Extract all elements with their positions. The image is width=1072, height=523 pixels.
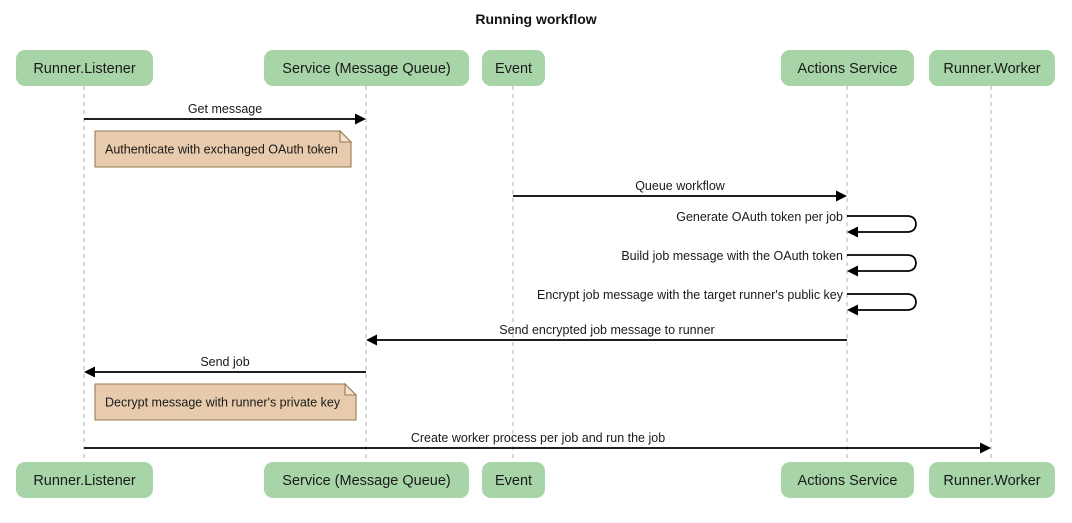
arrowhead: [847, 265, 858, 277]
self-loop-path: [847, 254, 917, 272]
note-fold-corner-icon: [339, 129, 353, 143]
participant-label: Service (Message Queue): [282, 473, 450, 489]
note-label: Decrypt message with runner's private ke…: [105, 396, 341, 410]
participant-label: Runner.Worker: [943, 61, 1040, 77]
participant-box: [16, 50, 153, 86]
participant-box: [264, 50, 469, 86]
participant-runner-listener-top[interactable]: Runner.Listener: [16, 50, 153, 86]
participant-event-bottom[interactable]: Event: [482, 462, 545, 498]
note-authenticate: Authenticate with exchanged OAuth token: [94, 129, 353, 168]
participant-runner-worker-top[interactable]: Runner.Worker: [929, 50, 1055, 86]
arrowhead: [847, 226, 858, 238]
arrowhead: [366, 334, 377, 346]
participant-actions-service-top[interactable]: Actions Service: [781, 50, 914, 86]
note-decrypt: Decrypt message with runner's private ke…: [94, 382, 358, 421]
message-send-encrypted-job-message[interactable]: Send encrypted job message to runner: [366, 323, 847, 346]
message-label: Send encrypted job message to runner: [499, 323, 714, 337]
participant-label: Actions Service: [798, 61, 898, 77]
participant-box: [781, 50, 914, 86]
participant-label: Actions Service: [798, 473, 898, 489]
message-label: Encrypt job message with the target runn…: [537, 288, 844, 302]
message-build-job-message[interactable]: Build job message with the OAuth token: [621, 249, 917, 277]
participant-label: Runner.Listener: [33, 473, 136, 489]
message-label: Generate OAuth token per job: [676, 210, 843, 224]
arrowhead: [84, 366, 95, 378]
message-send-job[interactable]: Send job: [84, 355, 366, 378]
note-body: [94, 383, 357, 421]
page-title: Running workflow: [475, 11, 596, 27]
participant-actions-service-bottom[interactable]: Actions Service: [781, 462, 914, 498]
participant-label: Event: [495, 473, 532, 489]
participant-service-mq-top[interactable]: Service (Message Queue): [264, 50, 469, 86]
participant-box: [781, 462, 914, 498]
message-get-message[interactable]: Get message: [84, 102, 366, 125]
participant-box: [482, 462, 545, 498]
note-body: [94, 130, 352, 168]
participant-event-top[interactable]: Event: [482, 50, 545, 86]
message-label: Queue workflow: [635, 179, 726, 193]
participant-label: Service (Message Queue): [282, 61, 450, 77]
participant-runner-listener-bottom[interactable]: Runner.Listener: [16, 462, 153, 498]
participant-box: [264, 462, 469, 498]
participant-box: [482, 50, 545, 86]
self-loop-path: [847, 293, 917, 311]
self-loop-path: [847, 215, 917, 233]
participant-label: Runner.Worker: [943, 473, 1040, 489]
notes-layer: Authenticate with exchanged OAuth tokenD…: [94, 129, 358, 421]
participant-label: Event: [495, 61, 532, 77]
message-queue-workflow[interactable]: Queue workflow: [513, 179, 847, 202]
participant-box: [929, 50, 1055, 86]
note-label: Authenticate with exchanged OAuth token: [105, 143, 338, 157]
participant-box: [929, 462, 1055, 498]
message-encrypt-job-message[interactable]: Encrypt job message with the target runn…: [537, 288, 917, 316]
participant-service-mq-bottom[interactable]: Service (Message Queue): [264, 462, 469, 498]
lifelines-layer: [83, 86, 992, 462]
participant-label: Runner.Listener: [33, 61, 136, 77]
participant-runner-worker-bottom[interactable]: Runner.Worker: [929, 462, 1055, 498]
message-label: Create worker process per job and run th…: [411, 431, 665, 445]
participant-box: [16, 462, 153, 498]
note-fold-corner-icon: [344, 382, 358, 396]
message-label: Build job message with the OAuth token: [621, 249, 843, 263]
arrowhead: [355, 113, 366, 125]
message-generate-oauth-token[interactable]: Generate OAuth token per job: [676, 210, 917, 238]
message-label: Get message: [188, 102, 262, 116]
arrowhead: [836, 190, 847, 202]
arrowhead: [847, 304, 858, 316]
message-create-worker-process[interactable]: Create worker process per job and run th…: [84, 431, 991, 454]
arrowhead: [980, 442, 991, 454]
message-label: Send job: [200, 355, 249, 369]
